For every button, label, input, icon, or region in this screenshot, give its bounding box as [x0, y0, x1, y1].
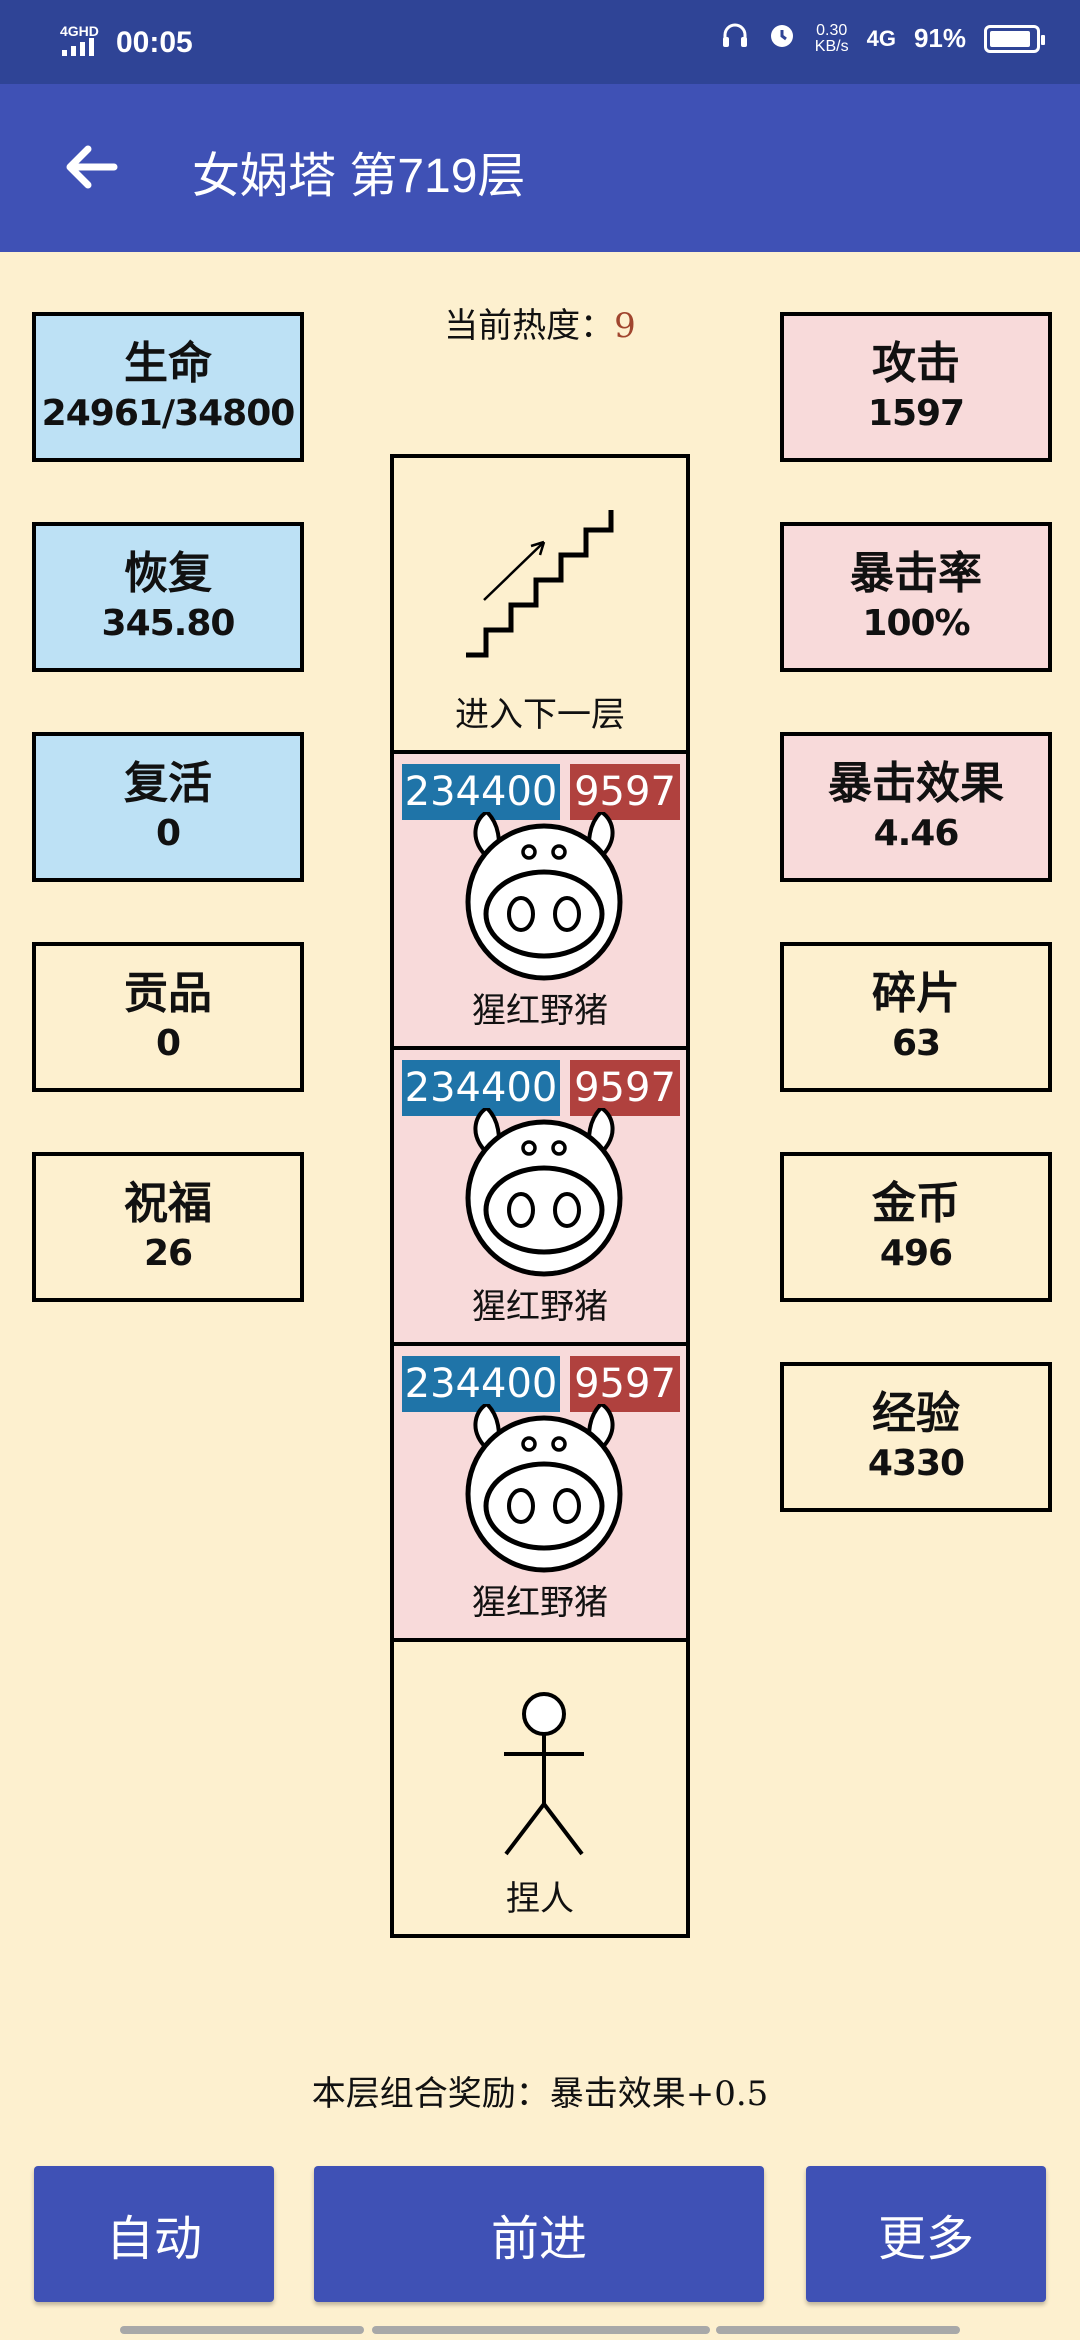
back-arrow-icon[interactable]: [58, 134, 124, 200]
player-cell[interactable]: 捏人: [390, 1638, 690, 1938]
heat-label: 当前热度：: [444, 306, 615, 346]
alarm-icon: [767, 20, 797, 57]
stat-recovery: 恢复 345.80: [32, 522, 304, 672]
stat-attack: 攻击 1597: [780, 312, 1052, 462]
nav-bar-segment: [372, 2326, 710, 2334]
heat-indicator: 当前热度：9: [0, 298, 1080, 347]
combo-reward: 本层组合奖励：暴击效果+0.5: [311, 2074, 769, 2114]
enemy-name: 猩红野猪: [472, 1287, 608, 1327]
mobile-data-label: 4G: [866, 25, 896, 51]
nav-bar-segment: [716, 2326, 960, 2334]
enemy-cell[interactable]: 234400 9597 猩红野猪: [390, 1046, 690, 1346]
stat-life: 生命 24961/34800: [32, 312, 304, 462]
stat-crit-rate: 暴击率 100%: [780, 522, 1052, 672]
signal-icon: 4GHD: [60, 22, 102, 63]
battery-percent: 91%: [913, 23, 966, 53]
clock: 00:05: [116, 25, 193, 59]
enemy-attack-badge: 9597: [570, 764, 680, 820]
exit-label: 进入下一层: [455, 695, 625, 735]
enemy-hp-badge: 234400: [402, 1060, 560, 1116]
enemy-name: 猩红野猪: [472, 1583, 608, 1623]
boar-icon: [459, 1105, 629, 1282]
stairs-icon: [456, 510, 626, 674]
heat-value: 9: [614, 306, 636, 346]
stat-crit-effect: 暴击效果 4.46: [780, 732, 1052, 882]
tower-column: 进入下一层 234400 9597 猩红野猪 234400 9597: [390, 454, 690, 1938]
player-label: 捏人: [506, 1879, 574, 1919]
stick-figure-icon: [494, 1692, 594, 1866]
page-title: 女娲塔 第719层: [192, 150, 526, 203]
enemy-attack-badge: 9597: [570, 1060, 680, 1116]
enemy-cell[interactable]: 234400 9597 猩红野猪: [390, 1342, 690, 1642]
enemy-hp-badge: 234400: [402, 764, 560, 820]
exit-stairs-cell[interactable]: 进入下一层: [390, 454, 690, 754]
nav-bar-segment: [120, 2326, 364, 2334]
stat-gold: 金币 496: [780, 1152, 1052, 1302]
more-button[interactable]: 更多: [806, 2166, 1046, 2302]
auto-button[interactable]: 自动: [34, 2166, 274, 2302]
forward-button[interactable]: 前进: [314, 2166, 764, 2302]
boar-icon: [459, 1401, 629, 1578]
boar-icon: [459, 809, 629, 986]
enemy-attack-badge: 9597: [570, 1356, 680, 1412]
stat-fragments: 碎片 63: [780, 942, 1052, 1092]
enemy-cell[interactable]: 234400 9597 猩红野猪: [390, 750, 690, 1050]
battery-icon: [984, 24, 1045, 53]
app-bar: 女娲塔 第719层: [0, 84, 1080, 252]
network-label: 4GHD: [60, 23, 99, 39]
stat-tribute: 贡品 0: [32, 942, 304, 1092]
stat-revive: 复活 0: [32, 732, 304, 882]
enemy-hp-badge: 234400: [402, 1356, 560, 1412]
headphones-icon: [721, 21, 749, 56]
enemy-name: 猩红野猪: [472, 991, 608, 1031]
stat-experience: 经验 4330: [780, 1362, 1052, 1512]
stat-blessing: 祝福 26: [32, 1152, 304, 1302]
